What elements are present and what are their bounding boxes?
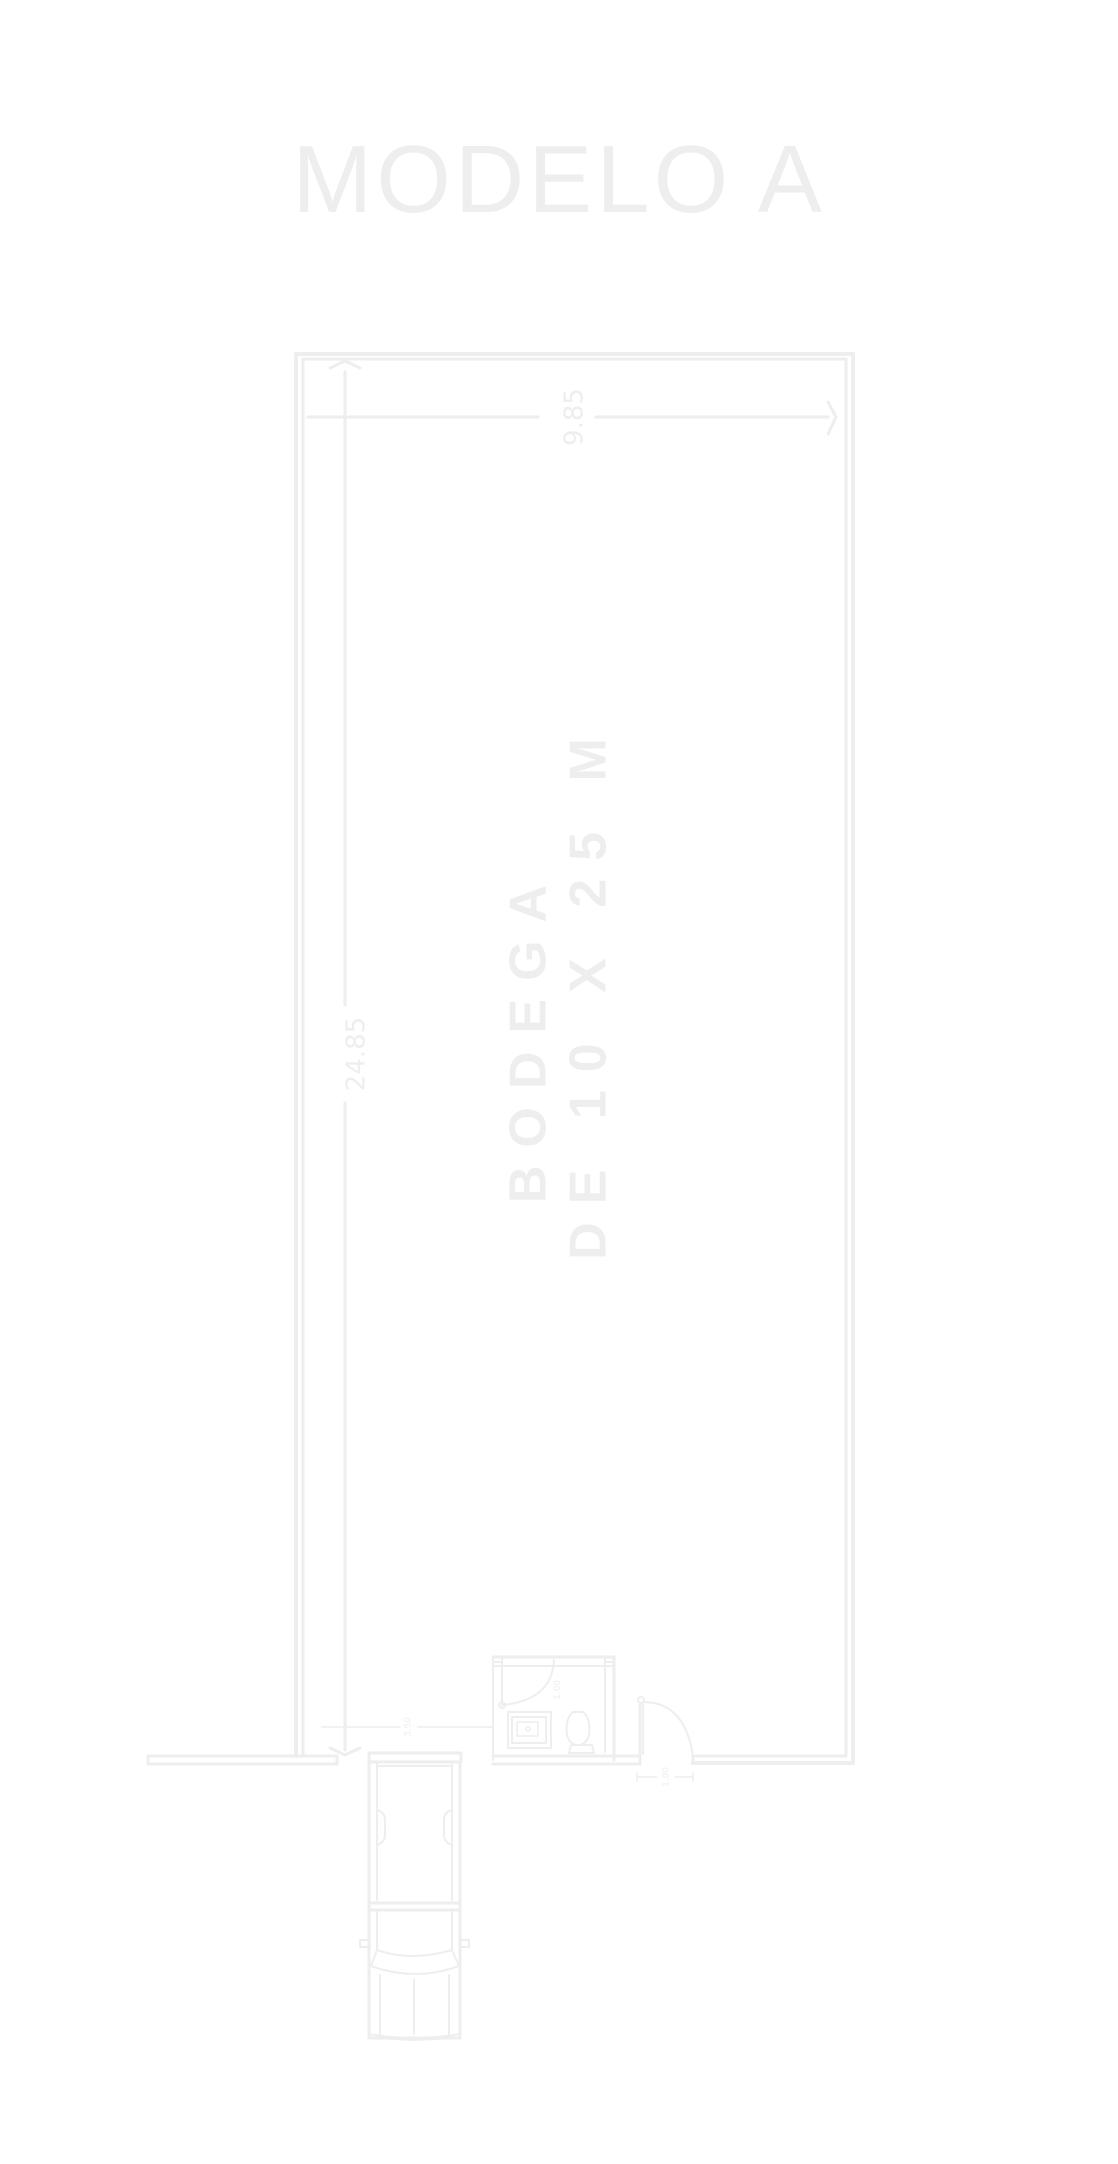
- entry-door: 1.00: [636, 1696, 694, 1787]
- warehouse-walls: [146, 352, 855, 1766]
- unit-label-line1: BODEGA: [500, 867, 558, 1203]
- truck-icon: [359, 1751, 470, 2041]
- entry-width-label: 3.50: [404, 1717, 414, 1737]
- office-block: 1.00: [491, 1655, 616, 1762]
- entry-dimension: 3.50: [321, 1717, 493, 1737]
- plan-title: MODELO A: [292, 126, 825, 233]
- unit-label: BODEGA DE 10 X 25 M: [500, 720, 618, 1260]
- unit-label-line2: DE 10 X 25 M: [560, 720, 618, 1260]
- door-width-label: 1.00: [662, 1767, 672, 1787]
- length-label: 24.85: [342, 1017, 372, 1091]
- length-dimension: 24.85: [328, 359, 372, 1757]
- width-label: 9.85: [560, 388, 590, 446]
- svg-text:1.00: 1.00: [553, 1680, 563, 1700]
- width-dimension: 9.85: [306, 388, 838, 446]
